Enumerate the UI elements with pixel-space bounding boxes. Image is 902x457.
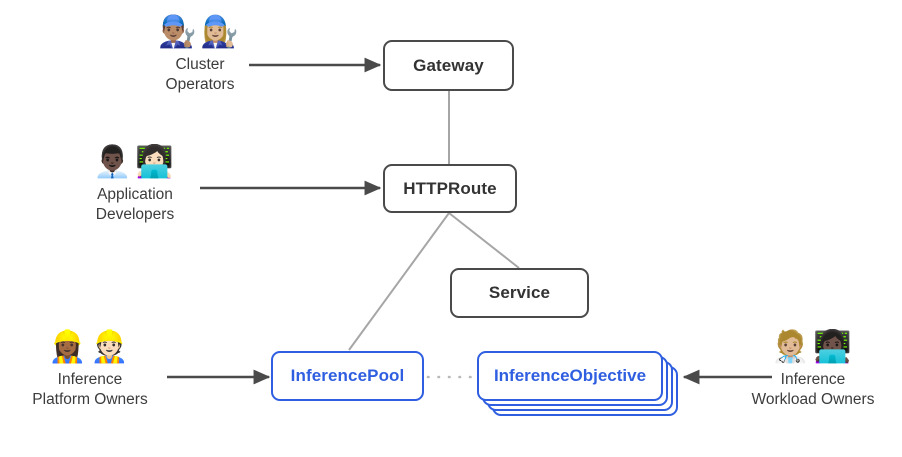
node-inferenceobjective[interactable]: InferenceObjective (477, 351, 678, 416)
inference-platform-owners-emoji: 👷🏾‍♀️👷🏻 (48, 329, 132, 365)
node-httproute[interactable]: HTTPRoute (383, 164, 517, 213)
node-gateway-label: Gateway (413, 55, 484, 75)
actor-inference-platform-owners[interactable]: 👷🏾‍♀️👷🏻 Inference Platform Owners (0, 332, 185, 410)
node-inferencepool-label: InferencePool (290, 366, 405, 386)
actor-cluster-operators[interactable]: 👨🏽‍🔧👩🏼‍🔧 Cluster Operators (105, 17, 295, 95)
cluster-operators-emoji: 👨🏽‍🔧👩🏼‍🔧 (158, 14, 242, 50)
inference-platform-owners-label: Inference Platform Owners (32, 371, 148, 408)
node-inferencepool[interactable]: InferencePool (271, 351, 424, 401)
node-service[interactable]: Service (450, 268, 589, 318)
actor-inference-workload-owners[interactable]: 🧑🏼‍⚕️👩🏿‍💻 Inference Workload Owners (718, 332, 902, 410)
node-gateway[interactable]: Gateway (383, 40, 514, 91)
cluster-operators-label: Cluster Operators (165, 56, 235, 93)
actor-application-developers[interactable]: 👨🏿‍💼👩🏻‍💻 Application Developers (40, 147, 230, 225)
edge-httproute-to-inferencepool (348, 212, 450, 351)
inference-workload-owners-emoji: 🧑🏼‍⚕️👩🏿‍💻 (771, 329, 855, 365)
application-developers-emoji: 👨🏿‍💼👩🏻‍💻 (93, 144, 177, 180)
inference-workload-owners-label: Inference Workload Owners (751, 371, 875, 408)
edge-httproute-to-service (448, 212, 520, 269)
node-service-label: Service (488, 283, 551, 303)
node-inferenceobjective-label: InferenceObjective (493, 366, 647, 385)
node-httproute-label: HTTPRoute (403, 178, 497, 198)
node-inferenceobjective-front[interactable]: InferenceObjective (477, 351, 663, 401)
application-developers-label: Application Developers (95, 186, 175, 223)
